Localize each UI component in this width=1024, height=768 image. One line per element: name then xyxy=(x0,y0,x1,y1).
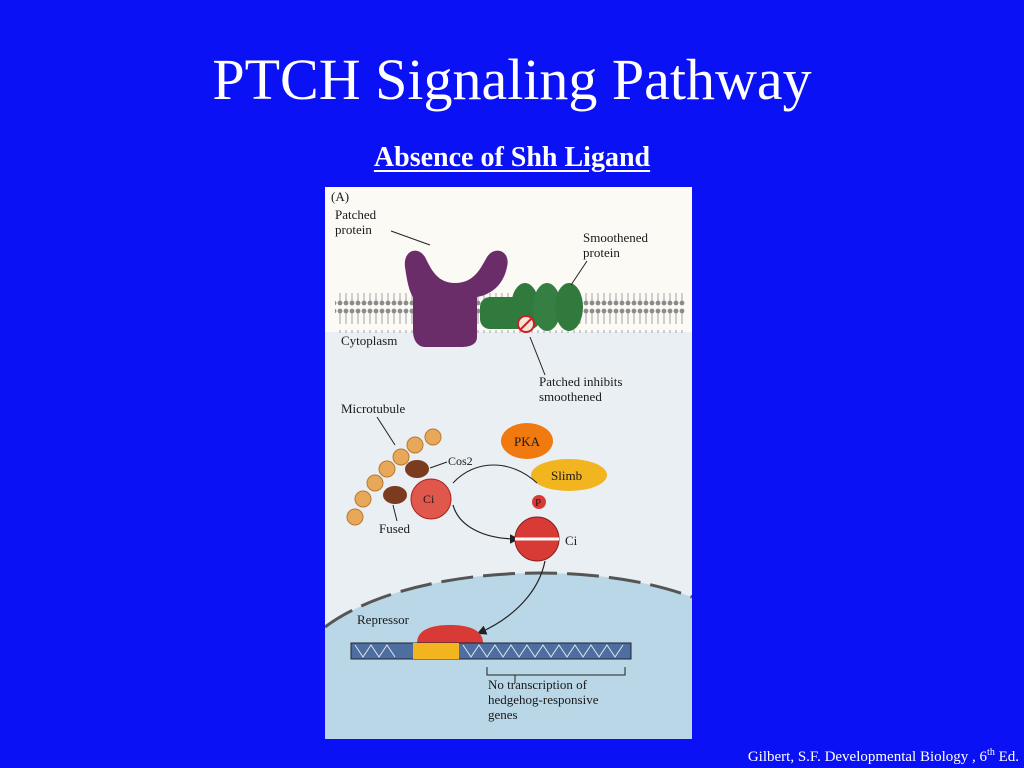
smoothened-protein xyxy=(480,283,583,331)
citation-text: Gilbert, S.F. Developmental Biology , 6 xyxy=(747,749,988,765)
inhibition-icon xyxy=(517,315,535,333)
slide-subtitle: Absence of Shh Ligand xyxy=(373,142,651,173)
ci-label: Ci xyxy=(423,492,435,506)
promoter-region xyxy=(413,643,459,659)
p-label: P xyxy=(535,497,541,509)
citation-superscript: th xyxy=(987,747,995,758)
microtubule-chain xyxy=(346,428,442,526)
nuclear-envelope xyxy=(325,571,692,629)
smoothened-label: Smoothened xyxy=(583,230,648,245)
microtubule-label: Microtubule xyxy=(341,401,405,416)
pka-enzyme xyxy=(501,423,553,459)
nuclear-import-arrow xyxy=(476,560,546,635)
repressor-label: Repressor xyxy=(357,612,410,627)
no-transcription-label: No transcription of xyxy=(488,677,588,692)
fused-label: Fused xyxy=(379,521,411,536)
panel-label: (A) xyxy=(331,189,349,204)
inhibit-label: Patched inhibits xyxy=(539,374,622,389)
slide-title: PTCH Signaling Pathway xyxy=(212,47,812,112)
citation-suffix: Ed. xyxy=(994,749,1019,765)
phosphate-icon xyxy=(532,495,546,509)
fused-pointer xyxy=(392,504,398,522)
patched-pointer xyxy=(390,230,431,246)
cos2-protein xyxy=(405,460,429,478)
no-transcription-label-3: genes xyxy=(488,707,518,722)
cos2-pointer xyxy=(429,461,448,469)
fused-protein xyxy=(383,486,407,504)
cytoplasm-label: Cytoplasm xyxy=(341,333,397,348)
microtubule-pointer xyxy=(376,416,396,446)
smoothened-pointer xyxy=(570,260,588,286)
smoothened-label-2: protein xyxy=(583,245,620,260)
cos2-label: Cos2 xyxy=(448,454,473,468)
phosphorylation-arc xyxy=(452,464,538,484)
ci-protein xyxy=(410,478,452,520)
patched-label: Patched xyxy=(335,207,377,222)
gene-bracket xyxy=(486,667,626,676)
slimb-enzyme xyxy=(531,459,607,491)
dna-helix-lines xyxy=(354,644,624,658)
ci-cleaved-label: Ci xyxy=(565,533,578,548)
pathway-diagram: (A) Patched protein Smoothened protein C… xyxy=(325,189,692,739)
slimb-label: Slimb xyxy=(551,468,582,483)
patched-label-2: protein xyxy=(335,222,372,237)
no-transcription-label-2: hedgehog-responsive xyxy=(488,692,599,707)
cleavage-arrow xyxy=(452,504,520,544)
inhibit-label-2: smoothened xyxy=(539,389,602,404)
patched-protein xyxy=(404,250,508,347)
pathway-figure: (A) Patched protein Smoothened protein C… xyxy=(325,187,692,739)
citation: Gilbert, S.F. Developmental Biology , 6t… xyxy=(748,747,1019,766)
repressor-protein xyxy=(417,625,483,643)
pka-label: PKA xyxy=(514,434,541,449)
inhibit-pointer xyxy=(529,336,546,376)
